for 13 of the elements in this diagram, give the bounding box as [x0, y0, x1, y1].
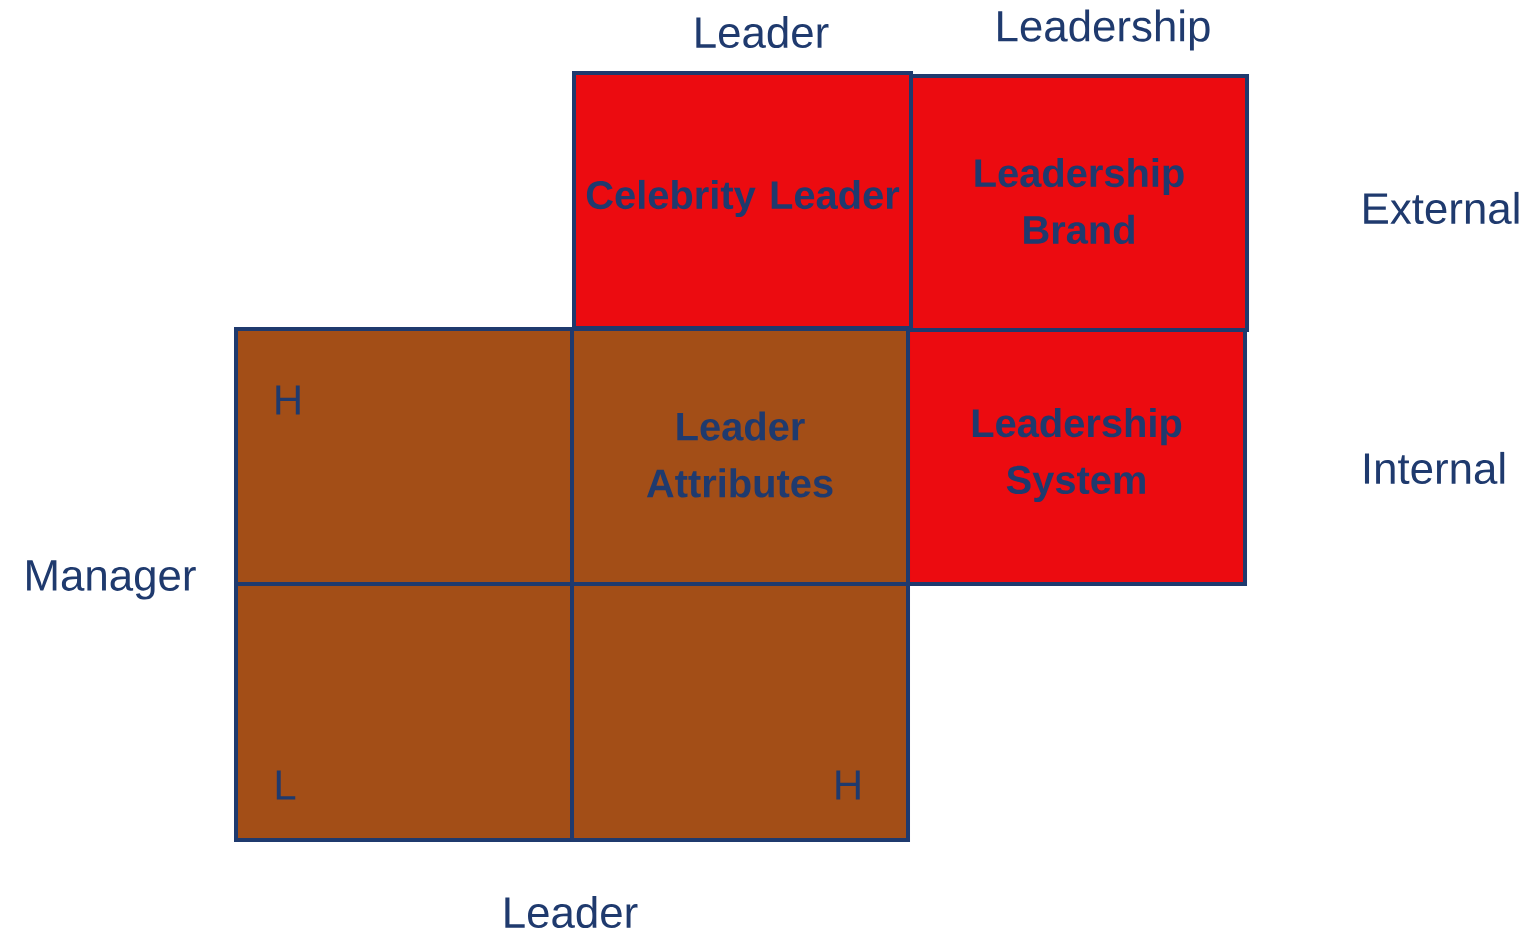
matrix-cell: Leader Attributes — [570, 327, 910, 586]
matrix-cell: Celebrity Leader — [572, 71, 913, 330]
axis-label: Internal — [1364, 451, 1505, 485]
matrix-cell: Leadership Brand — [909, 74, 1249, 332]
axis-label: Leadership — [998, 9, 1210, 51]
axis-label: Manager — [27, 560, 196, 600]
axis-label: Leader — [696, 15, 829, 49]
matrix-cell: Leadership System — [906, 328, 1247, 586]
matrix-cell: L — [234, 582, 574, 842]
axis-label: Leader — [505, 895, 638, 929]
matrix-cell: H — [570, 582, 910, 842]
axis-label: External — [1364, 191, 1519, 225]
matrix-cell: H — [234, 327, 574, 586]
